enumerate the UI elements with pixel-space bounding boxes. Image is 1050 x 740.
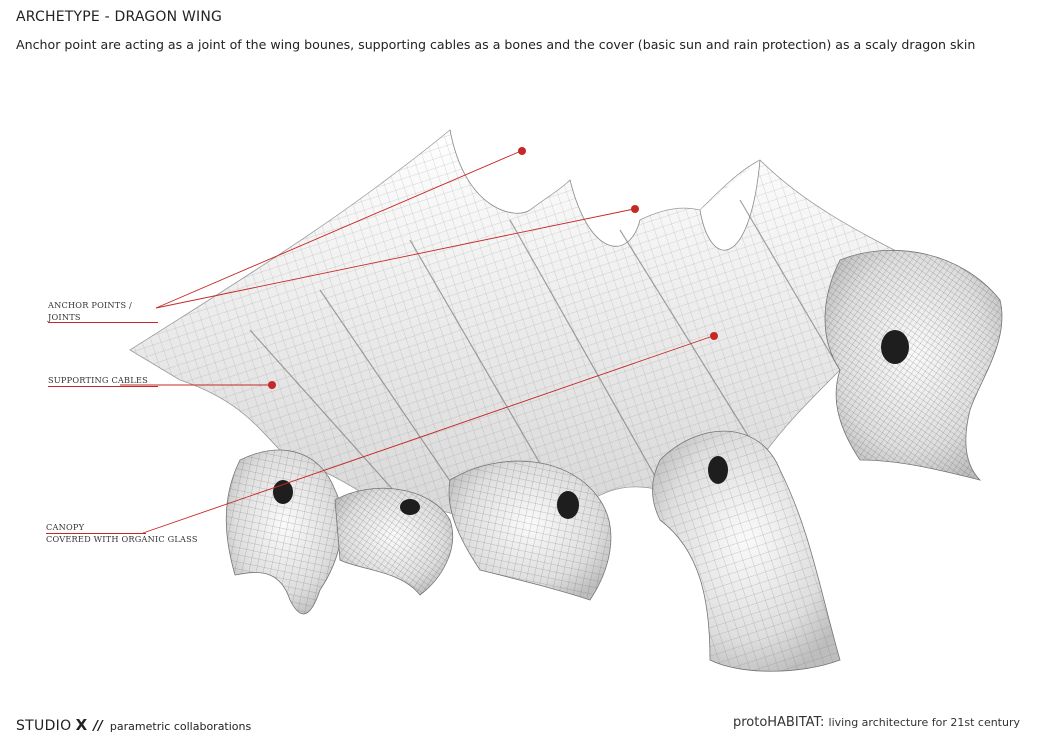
label-anchor-line1: ANCHOR POINTS / (48, 300, 133, 310)
anchor-point-marker (518, 147, 526, 155)
anchor-point-marker (631, 205, 639, 213)
label-anchor-line2: JOINTS (48, 312, 81, 322)
studio-slashes: // (93, 719, 103, 734)
canopy-drawing (120, 129, 1003, 672)
cable-point-marker (268, 381, 276, 389)
project-credit: protoHABITAT: living architecture for 21… (733, 715, 1020, 730)
anchor-pointer-line (155, 208, 635, 309)
page-title: ARCHETYPE - DRAGON WING (16, 9, 223, 25)
cables-underline (48, 386, 158, 387)
studio-x-mark: X (75, 716, 88, 734)
anchor-underline (48, 322, 158, 323)
canopy-underline (46, 533, 146, 534)
canopy-pointer-line (142, 335, 714, 534)
studio-credit: STUDIO X // parametric collaborations (16, 716, 251, 734)
studio-name: STUDIO (16, 718, 72, 734)
studio-subtitle: parametric collaborations (109, 720, 252, 733)
label-anchor-points: ANCHOR POINTS / JOINTS (48, 299, 132, 323)
label-canopy: CANOPY COVERED WITH ORGANIC GLASS (46, 521, 198, 545)
label-canopy-line1: CANOPY (46, 522, 85, 532)
wing-canopy (129, 129, 971, 531)
page-description: Anchor point are acting as a joint of th… (16, 37, 976, 52)
project-subtitle: living architecture for 21st century (828, 716, 1020, 729)
anchor-point-marker (710, 332, 718, 340)
label-canopy-line2: COVERED WITH ORGANIC GLASS (46, 534, 198, 544)
anchor-annotations (120, 147, 718, 534)
support-pods (225, 250, 1003, 672)
anchor-pointer-line (155, 150, 522, 309)
label-supporting-cables: SUPPORTING CABLES (48, 375, 148, 385)
project-name: protoHABITAT: (732, 715, 825, 730)
